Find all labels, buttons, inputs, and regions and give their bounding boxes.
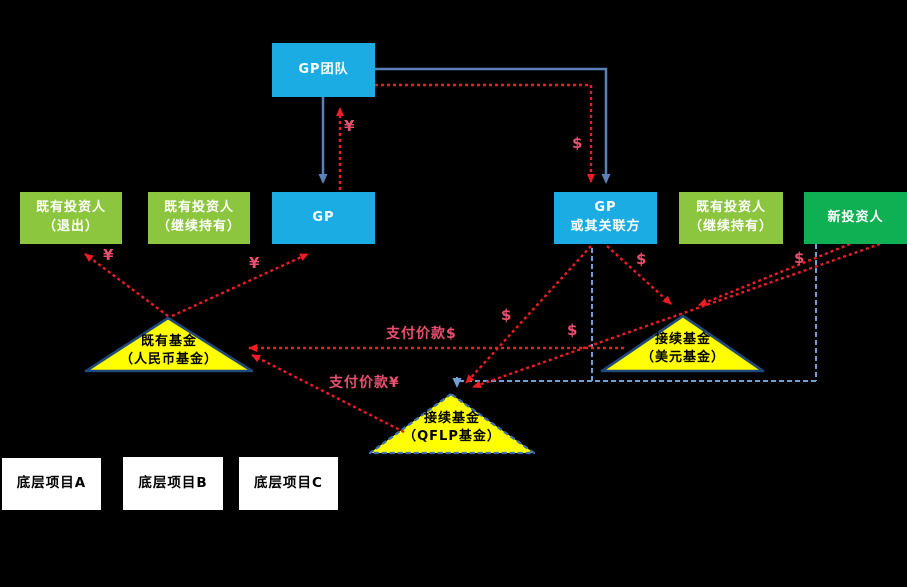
- arrow-gpteam-to-affiliate: [375, 67, 611, 184]
- arrow-affiliate-to-qflp: [465, 245, 592, 384]
- arrow-fund-to-exit-investor: [84, 253, 169, 317]
- label-usd-affiliate-to-qflp: $: [501, 306, 512, 324]
- gp-or-affiliate-box: GP 或其关联方: [554, 192, 657, 244]
- arrow-fund-to-gp: [171, 252, 309, 318]
- arrow-gpteam-to-affiliate-usd: [375, 83, 595, 183]
- existing-investor-exit-box: 既有投资人 （退出）: [20, 192, 122, 244]
- label-usd-new-investor-to-usd-fund: $: [794, 249, 805, 267]
- label-pay-price-rmb: 支付价款¥: [329, 375, 400, 391]
- new-investor-box: 新投资人: [804, 192, 907, 244]
- continuation-fund-usd-label: 接续基金 （美元基金）: [640, 332, 725, 365]
- continuation-fund-usd-triangle: [600, 314, 765, 373]
- label-rmb-gp-to-team: ¥: [344, 117, 355, 135]
- project-c-box: 底层项目C: [239, 457, 338, 510]
- label-usd-new-investor-to-qflp: $: [567, 321, 578, 339]
- gp-box: GP: [272, 192, 375, 244]
- continuation-fund-qflp-label: 接续基金 （QFLP基金）: [403, 411, 501, 444]
- label-rmb-to-gp: ¥: [249, 254, 260, 272]
- project-a-box: 底层项目A: [2, 458, 101, 510]
- label-rmb-to-exit-investor: ¥: [103, 246, 114, 264]
- existing-investor-hold-box-2: 既有投资人 （继续持有）: [679, 192, 783, 244]
- arrow-qflp-pays-existing-fund: [251, 353, 405, 434]
- existing-fund-label: 既有基金 （人民币基金）: [119, 334, 218, 367]
- arrow-affiliate-to-usd-fund: [606, 245, 672, 305]
- project-b-box: 底层项目B: [123, 457, 223, 510]
- arrow-new-investor-to-usd-fund: [698, 242, 851, 307]
- existing-investor-hold-box-1: 既有投资人 （继续持有）: [148, 192, 250, 244]
- label-usd-team-to-affiliate: $: [572, 134, 583, 152]
- continuation-fund-qflp-triangle: [368, 392, 536, 455]
- label-pay-price-usd: 支付价款$: [386, 326, 457, 342]
- existing-fund-triangle: [84, 316, 254, 373]
- gp-team-box: GP团队: [272, 43, 375, 97]
- label-usd-affiliate-to-usd-fund: $: [636, 250, 647, 268]
